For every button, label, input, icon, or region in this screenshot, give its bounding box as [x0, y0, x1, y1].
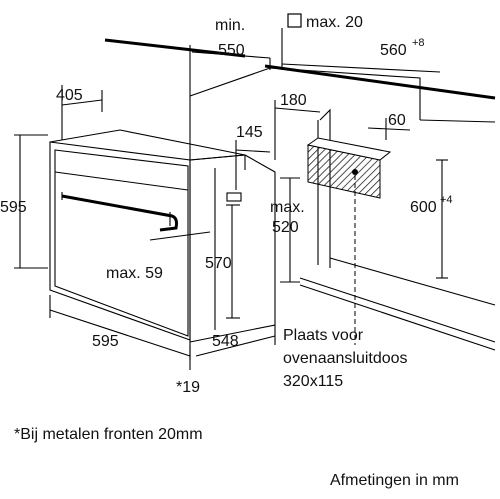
- dim-560: 560: [380, 42, 407, 59]
- dimension-lines: [14, 28, 448, 370]
- dim-595-height: 595: [0, 199, 27, 216]
- socket-box: [306, 137, 392, 345]
- dim-595-width: 595: [92, 333, 119, 350]
- dimension-labels: 405 min. 550 max. 20 560 +8 180 145 60 5…: [0, 13, 453, 396]
- dim-min-label: min.: [215, 17, 245, 34]
- dim-145: 145: [236, 124, 263, 141]
- dim-570: 570: [205, 255, 232, 272]
- footnote: *Bij metalen fronten 20mm: [14, 426, 203, 443]
- dim-600: 600: [410, 199, 437, 216]
- units-note: Afmetingen in mm: [330, 472, 459, 489]
- dim-max-label: max.: [270, 199, 305, 216]
- dim-560-sup: +8: [412, 37, 425, 49]
- socket-note-line3: 320x115: [283, 373, 344, 390]
- square-symbol-icon: [287, 13, 302, 28]
- dim-max-59: max. 59: [106, 265, 163, 282]
- socket-note-line1: Plaats voor: [283, 327, 364, 344]
- dim-60: 60: [388, 112, 406, 129]
- dim-520: 520: [272, 219, 299, 236]
- dim-180: 180: [280, 92, 307, 109]
- dim-max-20: max. 20: [306, 14, 363, 31]
- dim-405: 405: [56, 87, 83, 104]
- footnote-ref: *19: [176, 379, 200, 396]
- socket-note-line2: ovenaansluitdoos: [283, 350, 408, 367]
- dim-550: 550: [218, 42, 245, 59]
- dim-600-sup: +4: [440, 194, 453, 206]
- oven: [49, 129, 276, 343]
- dim-548: 548: [212, 333, 239, 350]
